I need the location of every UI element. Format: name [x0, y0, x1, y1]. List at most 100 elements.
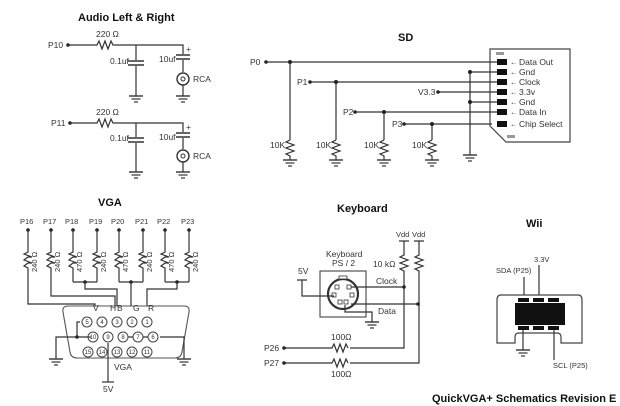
vga-resistor	[67, 230, 78, 282]
keyboard-pin-p26: P26	[264, 343, 279, 353]
vga-signal-b: B	[117, 303, 123, 313]
vga-connector-label: VGA	[114, 362, 132, 372]
keyboard-clock-label: Clock	[376, 276, 398, 286]
vga-pin	[141, 346, 153, 358]
sd-r2-label: 10K	[316, 140, 331, 150]
vga-resistor	[45, 230, 56, 282]
vga-pin-label: P20	[111, 217, 124, 226]
vga-pin-number: 10	[90, 335, 97, 341]
vga-pin-label: P19	[89, 217, 102, 226]
sd-card-pin	[497, 109, 507, 115]
keyboard-5v-label: 5V	[298, 266, 309, 276]
wii-section: Wii 3.3V SDA (P25) SCL (P25)	[496, 218, 588, 370]
sd-card-pin	[497, 121, 507, 127]
vga-resistor-label: 240 Ω	[99, 251, 108, 272]
sd-title: SD	[398, 32, 413, 44]
vga-resistor	[159, 230, 170, 282]
keyboard-r1-label: 100Ω	[331, 332, 352, 342]
audio-channel-left: P10 220 Ω 0.1uf + 10uf RCA	[48, 29, 211, 103]
sd-section: SD ←Data Out←Gnd←Clock←3.3v←Gnd←Data In←…	[250, 32, 571, 167]
vga-pin-number: 6	[151, 335, 155, 341]
audio-channel-right: P11 220 Ω 0.1uf + 10uf RCA	[51, 107, 211, 179]
keyboard-pin-p27: P27	[264, 358, 279, 368]
vga-resistor	[22, 230, 33, 282]
keyboard-vdd-1: Vdd	[396, 230, 409, 239]
vga-signal-g: G	[133, 303, 140, 313]
vga-supply-label: 5V	[103, 384, 114, 394]
footer-title: QuickVGA+ Schematics Revision E	[432, 393, 616, 405]
vga-resistor-label: 470 Ω	[167, 251, 176, 272]
sd-card-pin	[497, 89, 507, 95]
vga-pin-number: 12	[129, 350, 136, 356]
vga-pin-number: 14	[99, 350, 106, 356]
vga-pin-label: P17	[43, 217, 56, 226]
sd-pin-arrow-icon: ←	[510, 78, 518, 87]
vga-resistor	[137, 230, 148, 282]
vga-pin-number: 3	[115, 320, 119, 326]
sd-pin-arrow-icon: ←	[510, 68, 518, 77]
audio-r1-label: 220 Ω	[96, 29, 119, 39]
keyboard-vdd-2: Vdd	[412, 230, 425, 239]
vga-resistor-label: 240 Ω	[145, 251, 154, 272]
vga-title: VGA	[98, 197, 122, 209]
vga-pin-number: 8	[121, 335, 125, 341]
vga-pin-label: P16	[20, 217, 33, 226]
audio-c2-polarity: +	[186, 44, 191, 54]
audio-section: Audio Left & Right P10 220 Ω 0.1uf + 10u…	[48, 12, 211, 179]
sd-supply-label: V3.3	[418, 87, 436, 97]
vga-pin-number: 13	[114, 350, 121, 356]
sd-pin-p2: P2	[343, 107, 354, 117]
sd-pin-arrow-icon: ←	[510, 120, 518, 129]
vga-pin-number: 7	[136, 335, 140, 341]
audio-rca-label: RCA	[193, 74, 211, 84]
sd-card-pin-label: Clock	[519, 77, 541, 87]
audio-title: Audio Left & Right	[78, 12, 175, 24]
vga-resistor	[91, 230, 102, 282]
keyboard-section: Keyboard Keyboard PS / 2 5V Clock Data V…	[264, 203, 425, 379]
vga-pin	[141, 316, 153, 328]
sd-card-pin-label: Gnd	[519, 67, 535, 77]
vga-pin-number: 1	[145, 320, 149, 326]
sd-pin-arrow-icon: ←	[510, 108, 518, 117]
vga-pin	[111, 346, 123, 358]
keyboard-pullup-label: 10 kΩ	[373, 259, 395, 269]
audio-pin-p11: P11	[51, 118, 66, 128]
sd-card-pin	[497, 99, 507, 105]
keyboard-data-label: Data	[378, 306, 396, 316]
ps2-label-2: PS / 2	[332, 258, 355, 268]
vga-pin-number: 11	[144, 350, 151, 356]
sd-card-pin	[497, 59, 507, 65]
sd-pin-arrow-icon: ←	[510, 58, 518, 67]
ps2-label-1: Keyboard	[326, 249, 363, 259]
vga-resistor-label: 240 Ω	[53, 251, 62, 272]
wii-supply-label: 3.3V	[534, 255, 549, 264]
audio-r2-label: 220 Ω	[96, 107, 119, 117]
sd-pin-arrow-icon: ←	[510, 98, 518, 107]
vga-pin	[81, 316, 93, 328]
wii-plug-body	[515, 303, 565, 325]
sd-card-pin	[497, 69, 507, 75]
audio-c4-label: 10uf	[159, 132, 176, 142]
vga-signal-r: R	[148, 303, 154, 313]
sd-card-pin-label: Chip Select	[519, 119, 563, 129]
sd-card-outline	[489, 48, 571, 143]
vga-resistor	[113, 230, 124, 282]
vga-signal-v: V	[93, 303, 99, 313]
vga-pin	[111, 316, 123, 328]
wii-scl-label: SCL (P25)	[553, 361, 588, 370]
wii-sda-label: SDA (P25)	[496, 266, 532, 275]
vga-resistor-label: 470 Ω	[75, 251, 84, 272]
audio-c1-label: 0.1uf	[110, 56, 130, 66]
vga-pin	[126, 316, 138, 328]
vga-pin	[82, 346, 94, 358]
vga-pin-number: 5	[85, 320, 89, 326]
vga-pin-number: 2	[130, 320, 134, 326]
rca-jack-icon	[176, 72, 190, 86]
vga-pin-label: P21	[135, 217, 148, 226]
vga-pin-number: 4	[100, 320, 104, 326]
sd-pin-p3: P3	[392, 119, 403, 129]
audio-c4-polarity: +	[186, 122, 191, 132]
vga-resistor-label: 240 Ω	[191, 251, 200, 272]
